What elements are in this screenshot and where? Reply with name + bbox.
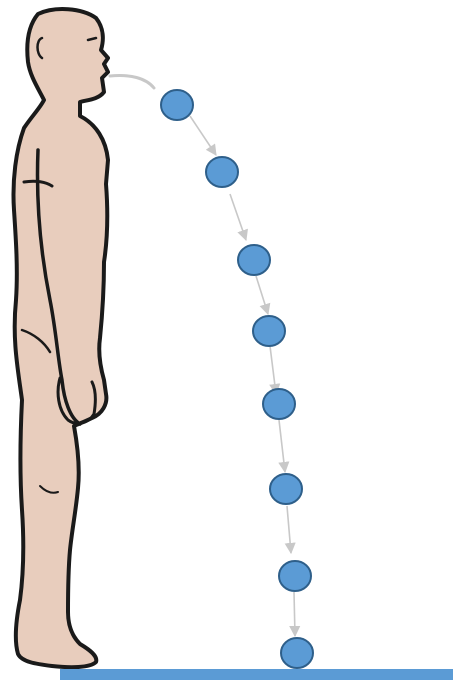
trajectory-arrow: [279, 420, 285, 472]
trajectory-arrows: [190, 116, 295, 636]
droplet: [206, 157, 238, 187]
person-figure: [13, 9, 108, 667]
trajectory-arrow: [190, 116, 216, 155]
droplets-group: [161, 90, 313, 668]
droplet: [263, 389, 295, 419]
trajectory-arrow: [287, 506, 291, 553]
droplet: [253, 316, 285, 346]
droplet: [161, 90, 193, 120]
person-body-outline: [13, 9, 108, 667]
droplet: [279, 561, 311, 591]
trajectory-arrow: [256, 276, 268, 314]
trajectory-arrow: [230, 194, 246, 240]
trajectory-arrow: [270, 346, 276, 394]
droplet: [270, 474, 302, 504]
droplet: [238, 245, 270, 275]
floor-bar: [60, 669, 453, 680]
exhale-stroke: [110, 76, 154, 89]
trajectory-arrow: [294, 592, 295, 636]
droplet: [281, 638, 313, 668]
